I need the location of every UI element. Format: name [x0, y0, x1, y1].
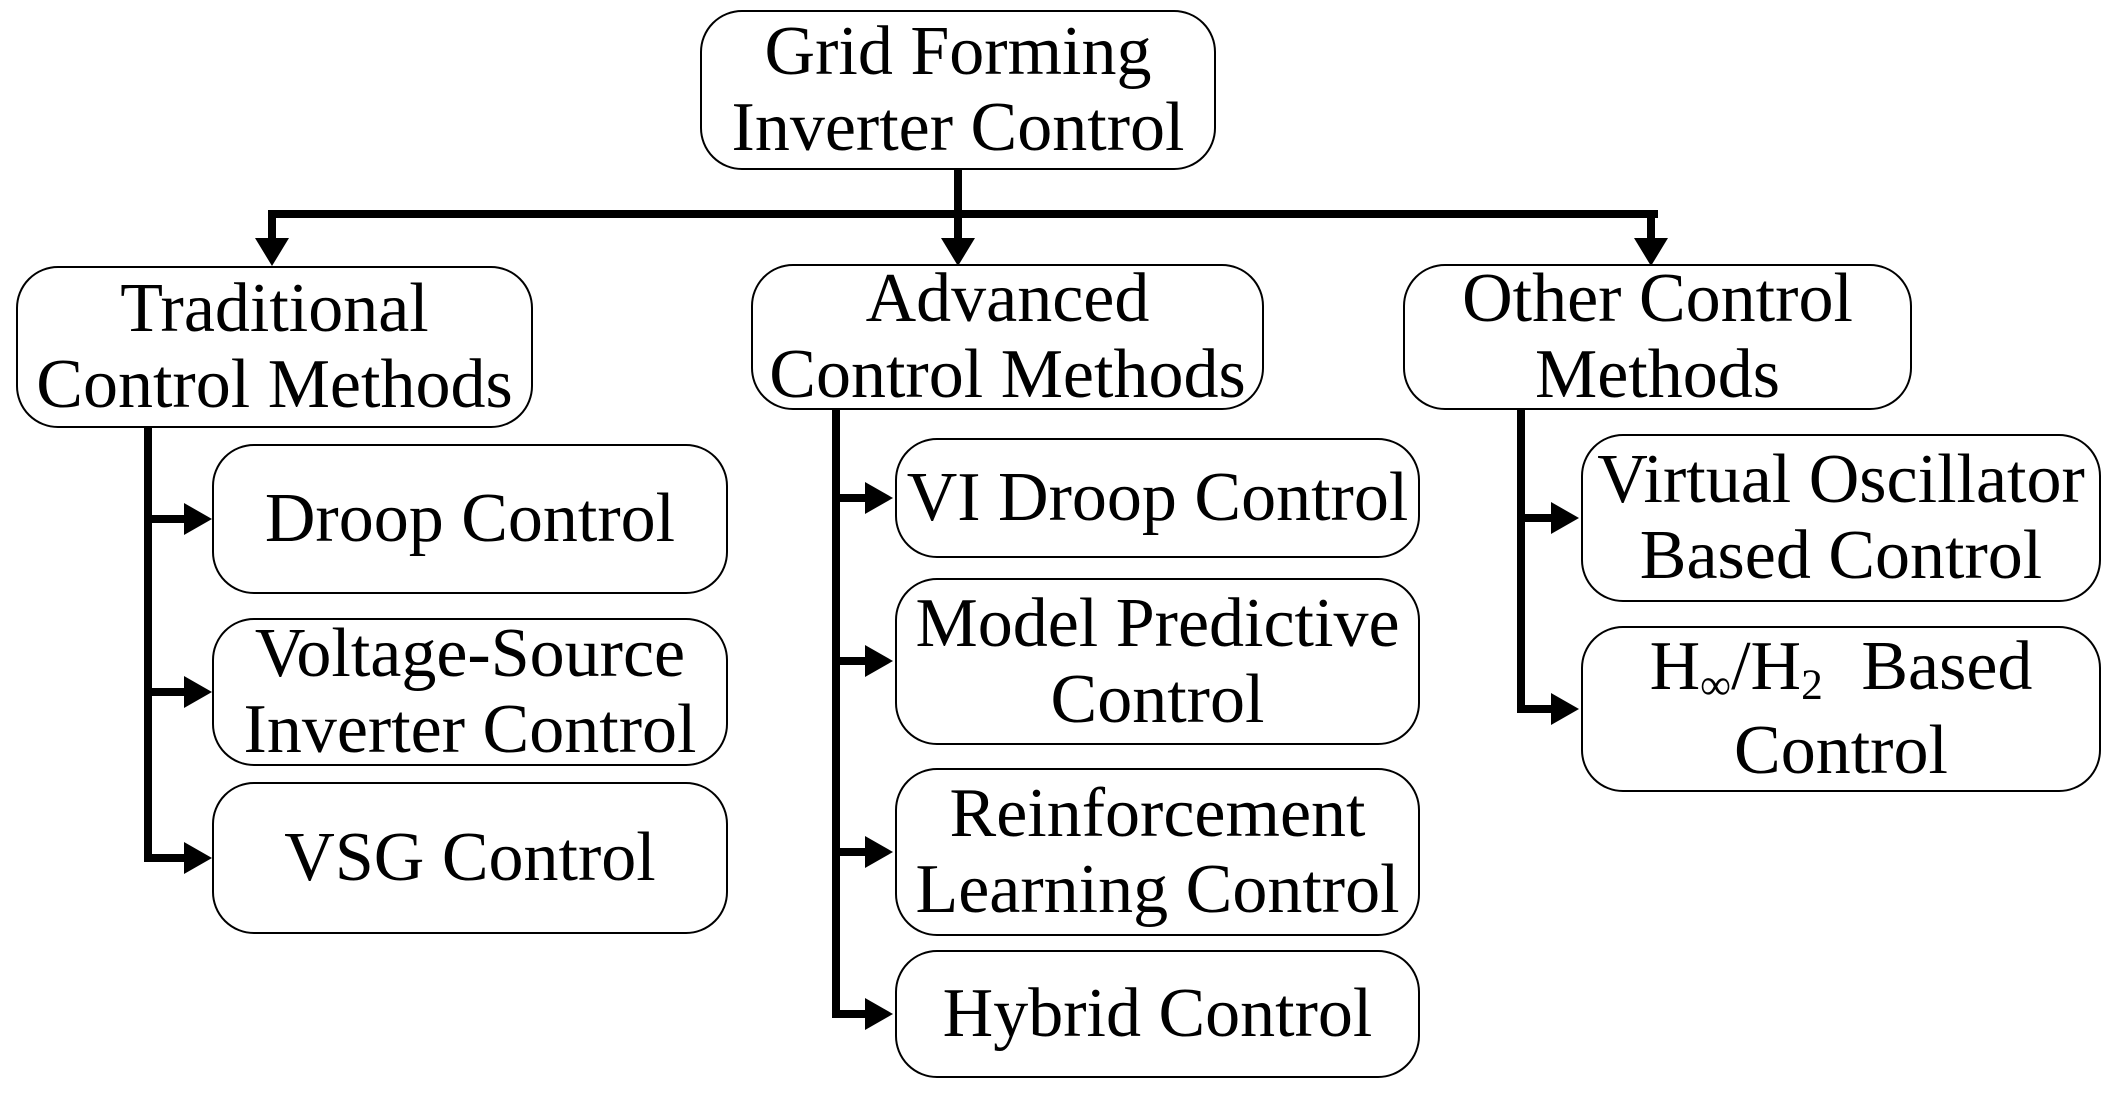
- node-label-line: Other Control: [1462, 260, 1853, 337]
- node-label-line: Grid Forming: [764, 13, 1152, 90]
- connector-to-vob: [1517, 514, 1553, 522]
- arrowhead-right-hinf-icon: [1551, 693, 1579, 725]
- connector-root-stem: [954, 168, 962, 218]
- node-label-line: Voltage-Source: [254, 615, 686, 692]
- node-label-line: Hybrid Control: [942, 975, 1373, 1052]
- arrowhead-down-other-icon: [1634, 238, 1668, 266]
- node-label-line: Based Control: [1639, 517, 2043, 594]
- node-label-line: VI Droop Control: [906, 459, 1409, 536]
- node-other-control-methods: Other Control Methods: [1403, 260, 1912, 413]
- node-model-predictive-control: Model Predictive Control: [895, 578, 1420, 745]
- connector-advanced-branch: [832, 410, 840, 1018]
- node-label-line: Control: [1734, 712, 1948, 789]
- node-label-line: Control: [1050, 660, 1265, 738]
- connector-to-mpc: [832, 657, 867, 665]
- h2-base: H: [1750, 628, 1802, 705]
- arrowhead-right-hybrid-icon: [865, 998, 893, 1030]
- connector-other-branch: [1517, 410, 1525, 713]
- hinf-infinity-subscript: ∞: [1700, 660, 1732, 709]
- node-voltage-source-inverter-control: Voltage-Source Inverter Control: [212, 615, 728, 768]
- node-grid-forming-inverter-control: Grid Forming Inverter Control: [700, 10, 1216, 170]
- arrowhead-right-droop-icon: [184, 503, 212, 535]
- node-label-line: Virtual Oscillator: [1597, 441, 2085, 518]
- hinf-based-text: Based: [1861, 628, 2033, 705]
- node-label-line: Inverter Control: [243, 691, 697, 768]
- arrowhead-down-advanced-icon: [941, 238, 975, 266]
- arrowhead-right-mpc-icon: [865, 645, 893, 677]
- connector-drop-advanced: [954, 210, 962, 240]
- h2-subscript: 2: [1801, 660, 1823, 709]
- node-virtual-oscillator-based-control: Virtual Oscillator Based Control: [1581, 434, 2101, 602]
- connector-traditional-branch: [144, 428, 152, 862]
- node-hybrid-control: Hybrid Control: [895, 950, 1420, 1078]
- node-traditional-control-methods: Traditional Control Methods: [16, 266, 533, 428]
- connector-to-droop: [144, 515, 186, 523]
- arrowhead-right-rl-icon: [865, 836, 893, 868]
- arrowhead-right-vi-droop-icon: [865, 482, 893, 514]
- node-label-line: Traditional: [120, 270, 429, 347]
- connector-top-bar: [268, 210, 1658, 218]
- connector-to-vsi: [144, 688, 186, 696]
- connector-to-vi-droop: [832, 494, 867, 502]
- node-label-line: Methods: [1535, 336, 1780, 413]
- node-label-line: Inverter Control: [731, 89, 1185, 166]
- node-reinforcement-learning-control: Reinforcement Learning Control: [895, 768, 1420, 936]
- node-label-line: Control Methods: [769, 336, 1246, 413]
- arrowhead-right-vsg-icon: [184, 842, 212, 874]
- node-advanced-control-methods: Advanced Control Methods: [751, 260, 1264, 413]
- node-vsg-control: VSG Control: [212, 782, 728, 934]
- connector-to-hybrid: [832, 1010, 867, 1018]
- node-label-line: Droop Control: [264, 480, 676, 557]
- arrowhead-right-vob-icon: [1551, 502, 1579, 534]
- node-label-line: Learning Control: [915, 851, 1400, 928]
- node-label-line: Control Methods: [36, 346, 513, 423]
- node-label-line: VSG Control: [284, 819, 656, 896]
- arrowhead-right-vsi-icon: [184, 676, 212, 708]
- node-droop-control: Droop Control: [212, 444, 728, 594]
- node-label-line: Model Predictive: [915, 584, 1400, 662]
- connector-to-vsg: [144, 854, 186, 862]
- connector-to-rl: [832, 848, 867, 856]
- hinf-base: H: [1649, 628, 1701, 705]
- connector-to-hinf: [1517, 705, 1553, 713]
- node-label-line: Advanced: [865, 260, 1150, 337]
- node-label-line: Reinforcement: [949, 775, 1366, 852]
- connector-drop-other: [1647, 210, 1655, 240]
- arrowhead-down-traditional-icon: [255, 238, 289, 266]
- connector-drop-traditional: [268, 210, 276, 240]
- hinf-slash: /: [1731, 628, 1751, 705]
- node-vi-droop-control: VI Droop Control: [895, 438, 1420, 558]
